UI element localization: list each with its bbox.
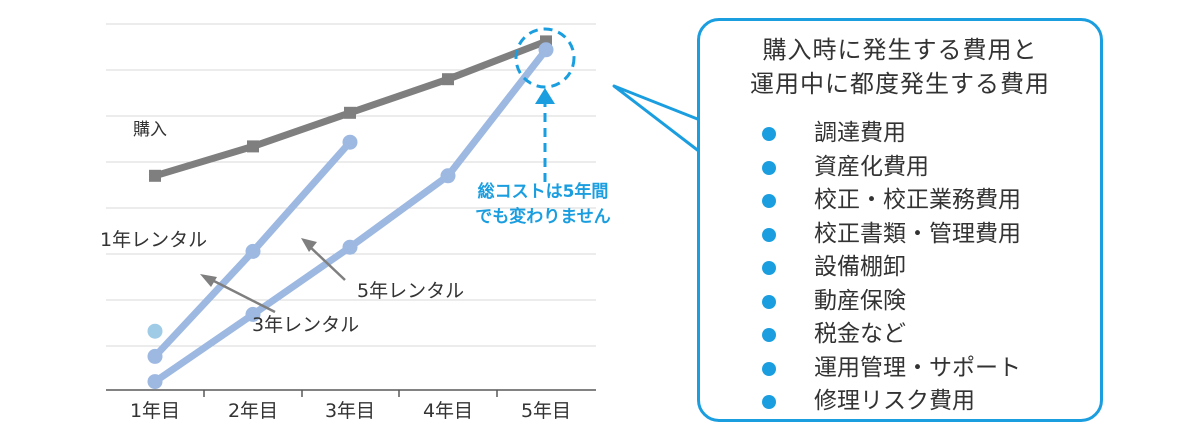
convergence-callout-circle: [514, 27, 576, 89]
cost-item-list: 調達費用 資産化費用 校正・校正業務費用 校正書類・管理費用 設備棚卸 動産保険…: [762, 117, 1021, 419]
data-point-circle: [147, 374, 163, 390]
bullet-dot-icon: [762, 127, 776, 141]
annotation-purchase-label: 購入: [133, 120, 167, 140]
data-point-circle: [440, 168, 456, 184]
cost-breakdown-panel: 購入時に発生する費用と 運用中に都度発生する費用 調達費用 資産化費用 校正・校…: [697, 18, 1103, 422]
list-item: 資産化費用: [762, 151, 1021, 185]
bullet-dot-icon: [762, 194, 776, 208]
data-point-circle: [342, 134, 358, 150]
data-point-circle: [245, 306, 261, 322]
pointer-arrow-5yr-line: [307, 244, 346, 281]
x-tick-label: 4年目: [423, 400, 473, 422]
pointer-arrow-3yr-line: [207, 276, 276, 314]
bullet-dot-icon: [762, 261, 776, 275]
callout-note-line-1: 総コストは5年間: [478, 181, 609, 202]
panel-title: 購入時に発生する費用と 運用中に都度発生する費用: [700, 33, 1100, 101]
annotation-3yr-rental-label: 3年レンタル: [252, 314, 359, 336]
list-item-label: 設備棚卸: [814, 254, 906, 280]
list-item: 校正書類・管理費用: [762, 218, 1021, 252]
list-item: 校正・校正業務費用: [762, 184, 1021, 218]
bullet-dot-icon: [762, 395, 776, 409]
data-point-square: [149, 169, 161, 182]
list-item-label: 動産保険: [814, 287, 906, 314]
list-item: 調達費用: [762, 117, 1021, 151]
list-item-label: 税金など: [814, 321, 906, 347]
list-item-label: 調達費用: [814, 120, 906, 146]
x-tick-label: 2年目: [228, 400, 278, 422]
x-tick-label: 5年目: [521, 400, 571, 422]
data-point-circle: [147, 348, 163, 364]
pointer-arrow-5yr-head-icon: [301, 238, 317, 252]
list-item-label: 校正書類・管理費用: [814, 220, 1021, 247]
panel-title-line-2: 運用中に都度発生する費用: [750, 70, 1050, 98]
annotation-1yr-rental-label: 1年レンタル: [100, 229, 207, 251]
list-item-label: 校正・校正業務費用: [814, 187, 1021, 213]
list-item-label: 資産化費用: [814, 153, 929, 180]
list-item-label: 運用管理・サポート: [814, 354, 1021, 381]
data-point-circle: [538, 42, 554, 58]
bullet-dot-icon: [762, 294, 776, 309]
data-point-square: [344, 106, 356, 119]
data-point-circle: [342, 239, 358, 255]
data-point-square: [442, 73, 454, 86]
x-tick-label: 3年目: [325, 400, 375, 422]
bullet-dot-icon: [762, 227, 776, 242]
speech-bubble-tail: [612, 84, 702, 154]
list-item: 運用管理・サポート: [762, 352, 1021, 386]
list-item: 税金など: [762, 318, 1021, 352]
callout-note-line-2: でも変わりません: [475, 206, 611, 227]
list-item: 設備棚卸: [762, 251, 1021, 285]
annotation-5yr-rental-label: 5年レンタル: [357, 280, 464, 302]
bullet-dot-icon: [762, 361, 776, 376]
data-point-circle: [245, 243, 261, 259]
bullet-dot-icon: [762, 160, 776, 175]
x-tick-label: 1年目: [130, 400, 180, 422]
bullet-dot-icon: [762, 328, 776, 342]
list-item-label: 修理リスク費用: [814, 388, 975, 414]
list-item: 動産保険: [762, 285, 1021, 319]
data-point-circle: [147, 323, 163, 339]
list-item: 修理リスク費用: [762, 385, 1021, 419]
pointer-arrow-3yr-head-icon: [200, 274, 217, 287]
data-point-square: [247, 140, 259, 153]
callout-arrow-head-icon: [535, 88, 555, 104]
panel-title-line-1: 購入時に発生する費用と: [762, 36, 1038, 64]
